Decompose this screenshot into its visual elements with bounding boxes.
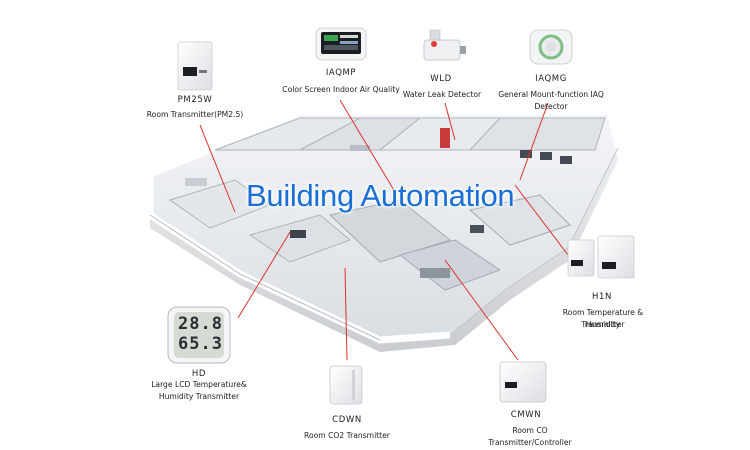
h1n-code: H1N xyxy=(592,292,612,302)
h1n-description-line1: Room Temperature & Humidity xyxy=(562,308,644,329)
iaqmg-code: IAQMG xyxy=(535,74,567,84)
h1n-description-line2: Transmitter xyxy=(581,320,625,329)
cmwn-description: Room CO Transmitter/Controller xyxy=(488,426,572,447)
iaqmp-code: IAQMP xyxy=(325,68,357,78)
cmwn-code: CMWN xyxy=(510,410,542,420)
diagram-title: Building Automation xyxy=(246,178,515,213)
h1n-device-image xyxy=(567,235,635,279)
iaqmp-description: Color Screen Indoor Air Quality xyxy=(282,85,400,94)
pm25w-device-image xyxy=(177,41,213,91)
hd-description-line2: Humidity Transmitter xyxy=(158,392,240,401)
hd-lcd-top-reading: 28.8 xyxy=(178,314,223,334)
pm25w-code: PM25W xyxy=(177,95,213,105)
connector-lines xyxy=(199,99,569,361)
cdwn-description: Room CO2 Transmitter xyxy=(304,431,390,440)
hd-description-line1: Large LCD Temperature& xyxy=(151,380,247,389)
cdwn-device-image xyxy=(329,365,363,405)
iaqmp-device-image xyxy=(315,27,367,61)
hd-device-image xyxy=(167,306,231,364)
wld-description: Water Leak Detector xyxy=(402,90,482,99)
iaqmg-device-image xyxy=(529,29,573,65)
pm25w-description: Room Transmitter(PM2.5) xyxy=(146,110,244,119)
building-floor-plan xyxy=(146,109,621,352)
hd-lcd-bottom-reading: 65.3 xyxy=(178,334,223,354)
wld-code: WLD xyxy=(430,74,452,84)
hd-code: HD xyxy=(191,369,207,379)
cmwn-device-image xyxy=(499,361,547,403)
wld-device-image xyxy=(423,29,466,61)
cdwn-code: CDWN xyxy=(332,415,362,425)
iaqmg-description: General Mount-function IAQ Detector xyxy=(498,90,604,111)
